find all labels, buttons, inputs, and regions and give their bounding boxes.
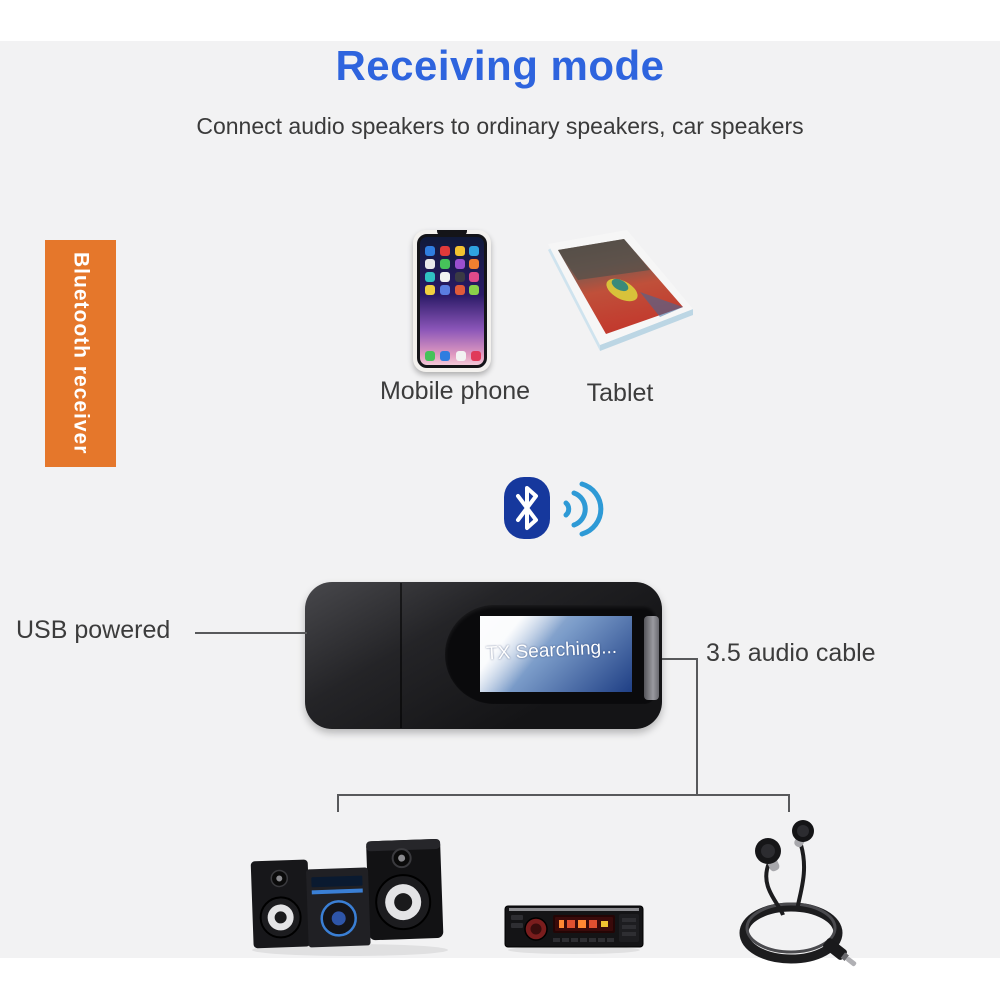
audio-cable-line-horizontal: [662, 658, 698, 660]
bracket-line: [337, 794, 790, 796]
stereo-system-image: [250, 838, 448, 956]
bracket-tick-right: [788, 794, 790, 812]
usb-powered-label: USB powered: [16, 616, 171, 644]
lcd-screen: TX Searching...: [480, 616, 632, 692]
audio-cable-label: 3.5 audio cable: [706, 639, 876, 667]
tablet-label: Tablet: [586, 379, 654, 407]
bluetooth-receiver-tag: Bluetooth receiver: [45, 240, 116, 467]
subtitle: Connect audio speakers to ordinary speak…: [196, 113, 804, 139]
phone-screen: [417, 234, 487, 368]
usb-cap-seam: [400, 583, 402, 728]
tablet-image: [548, 230, 693, 351]
bluetooth-receiver-tag-label: Bluetooth receiver: [69, 252, 93, 455]
earphones-image: [739, 820, 857, 967]
page-title: Receiving mode: [335, 42, 665, 89]
lcd-status-text: TX Searching...: [485, 636, 618, 665]
lcd-recess: TX Searching...: [445, 605, 656, 704]
mobile-phone-image: [413, 230, 491, 372]
phone-app-icons: [425, 246, 481, 295]
aux-jack-clip: [644, 616, 659, 700]
audio-cable-line-vertical: [696, 658, 698, 796]
car-stereo-image: [504, 905, 644, 954]
bluetooth-icon: [504, 477, 550, 539]
usb-receiver-image: TX Searching...: [305, 582, 662, 735]
bracket-tick-left: [337, 794, 339, 812]
signal-waves-icon: [563, 481, 604, 537]
mobile-phone-label: Mobile phone: [379, 377, 531, 405]
phone-notch: [437, 230, 467, 236]
background-panel: [0, 41, 1000, 958]
phone-dock-icons: [425, 351, 481, 361]
usb-connector-line: [195, 632, 307, 634]
